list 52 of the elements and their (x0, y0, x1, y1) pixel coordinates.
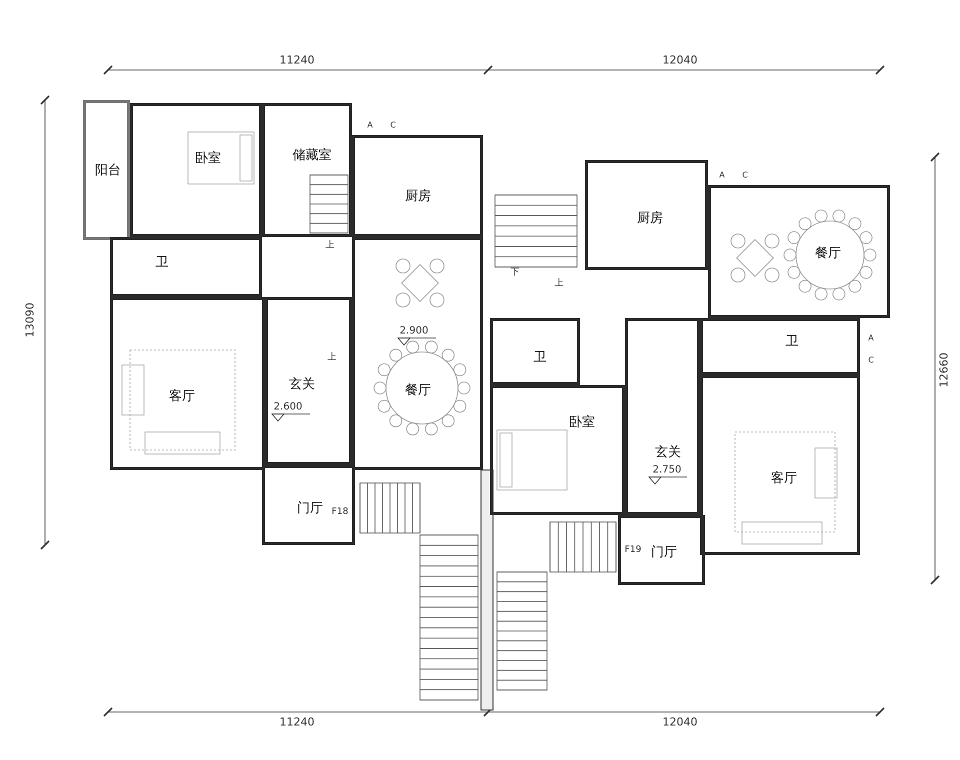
room-outline (708, 185, 890, 318)
room-name: 客厅 (168, 387, 196, 405)
plan-note: 下 (510, 266, 520, 278)
room-outline (352, 135, 483, 237)
dimension-text: 12040 (662, 716, 698, 728)
dimension-text: 13090 (24, 302, 36, 338)
plan-note: C (868, 356, 874, 364)
dimension-text: 11240 (280, 54, 314, 66)
room-outline (262, 103, 352, 237)
plan-note: A (868, 334, 874, 342)
room-name: 餐厅 (814, 244, 842, 262)
plan-note: A (367, 120, 373, 130)
room-outline (700, 318, 860, 375)
room-outline (700, 375, 860, 555)
plan-note: C (742, 170, 748, 180)
plan-note: F18 (332, 507, 348, 517)
room-name: 厨房 (404, 187, 432, 205)
room-name: 卧室 (194, 149, 222, 167)
plan-note: 2.900 (400, 326, 428, 336)
dimension-text: 12040 (662, 54, 698, 66)
plan-note: A (719, 170, 725, 180)
room-outline (352, 237, 483, 470)
room-name: 卧室 (568, 413, 596, 431)
room-name: 储藏室 (292, 146, 332, 164)
room-name: 门厅 (650, 543, 678, 561)
room-name: 门厅 (296, 499, 324, 517)
room-outline (110, 297, 265, 470)
room-outline (585, 160, 708, 270)
room-name: 玄关 (654, 443, 682, 461)
plan-note: 2.600 (274, 402, 302, 412)
room-outline (490, 318, 580, 385)
room-name: 玄关 (288, 375, 316, 393)
room-outline (110, 237, 262, 297)
plan-note: 上 (554, 277, 564, 290)
room-name: 厨房 (636, 209, 664, 227)
plan-note: C (390, 120, 396, 130)
plan-note: 上 (326, 239, 334, 252)
room-name: 餐厅 (404, 381, 432, 399)
dimension-text: 12660 (938, 352, 950, 388)
plan-note: 上 (328, 351, 336, 364)
plan-note: F19 (624, 545, 642, 555)
room-outline (130, 103, 262, 237)
room-name: 客厅 (770, 469, 798, 487)
room-outline (265, 297, 352, 465)
room-name: 阳台 (94, 161, 122, 179)
room-outline (625, 318, 700, 515)
dimension-text: 11240 (280, 716, 314, 728)
room-outline (618, 515, 705, 585)
plan-note: 2.750 (652, 464, 682, 476)
room-outline (490, 385, 625, 515)
room-outline (262, 465, 355, 545)
room-outline (83, 100, 130, 240)
